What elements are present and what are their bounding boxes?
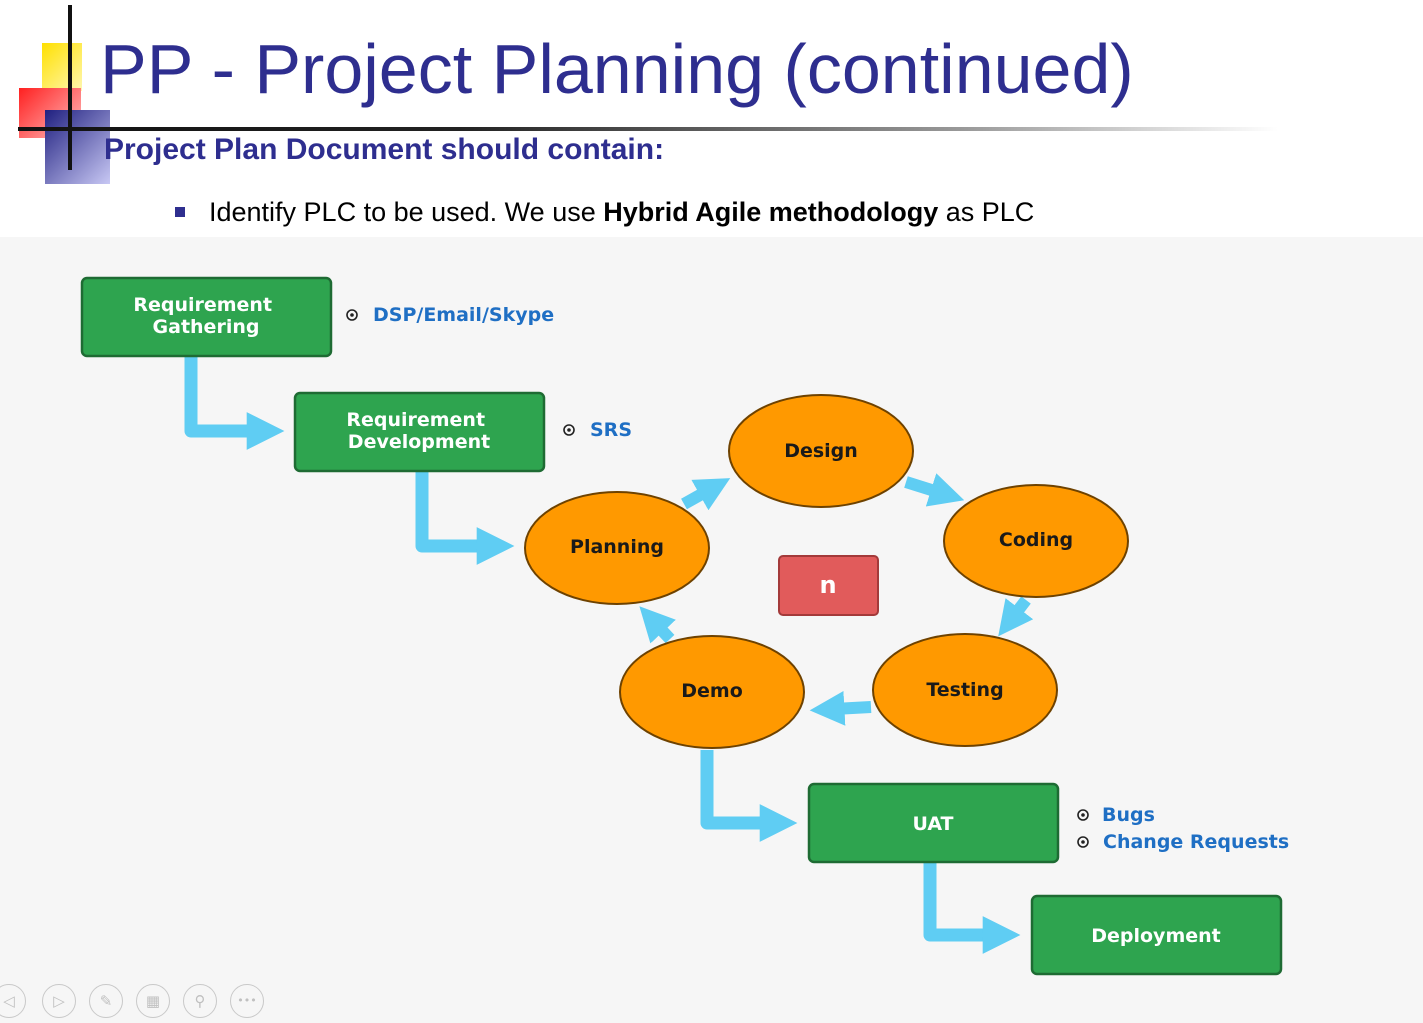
circle-label-planning: Planning [570,536,664,558]
arrow-coding-to-testing [998,596,1034,637]
box-label-uat: UAT [912,813,953,835]
bullet-text-bold: Hybrid Agile methodology [603,197,939,227]
circle-demo [619,635,805,749]
note-dsp-email-skype: DSP/Email/Skype [373,304,554,326]
square-bullet-icon [175,206,185,217]
note-bullet-icon [563,424,575,436]
blue-square-deco [45,110,110,184]
center-label-box [778,555,879,616]
zoom-icon[interactable]: ⚲ [183,984,217,1018]
bullet-text-end: as PLC [938,197,1035,227]
note-bugs: Bugs [1102,804,1155,826]
vertical-line-deco [68,5,72,170]
prev-icon[interactable]: ◁ [0,984,26,1018]
note-change-requests: Change Requests [1103,831,1289,853]
more-icon[interactable]: ••• [230,984,264,1018]
arrow-demo-to-planning [639,606,676,644]
circle-label-testing: Testing [926,679,1003,701]
circle-label-demo: Demo [681,680,743,702]
circle-label-design: Design [784,440,858,462]
note-bullet-icon [346,309,358,321]
arrow-testing-to-demo [809,691,872,726]
circle-label-coding: Coding [999,529,1073,551]
slide-title: PP - Project Planning (continued) [100,30,1134,108]
note-srs: SRS [590,419,632,441]
pen-icon[interactable]: ✎ [89,984,123,1018]
arrow-planning-to-design [681,478,731,511]
circle-design [728,394,914,508]
title-underline [18,127,1278,131]
next-icon[interactable]: ▷ [42,984,76,1018]
connector-gathering-to-development [184,357,285,450]
box-label-requirement-development: Requirement Development [346,409,491,453]
box-uat [807,782,1060,864]
box-label-requirement-gathering: Requirement Gathering [133,294,278,338]
arrow-design-to-coding [904,473,965,507]
circle-planning [524,491,710,605]
center-label-text: n [819,571,836,599]
box-requirement-development [293,391,546,473]
box-requirement-gathering [80,276,333,358]
box-label-deployment: Deployment [1091,925,1221,947]
yellow-square-deco [42,43,82,91]
circle-coding [943,484,1129,598]
circle-testing [872,633,1058,747]
bullet-item: Identify PLC to be used. We use Hybrid A… [175,197,1034,228]
bullet-text-start: Identify PLC to be used. We use [209,197,604,227]
box-deployment [1030,894,1283,976]
note-bullet-icon [1077,809,1089,821]
connector-demo-to-uat [700,750,798,842]
diagram-background [0,237,1423,1023]
slides-icon[interactable]: ▦ [136,984,170,1018]
note-bullet-icon [1077,836,1089,848]
connector-development-to-planning [415,472,515,565]
agile-flow-diagram: Requirement Gathering Requirement Develo… [80,276,1289,976]
connector-uat-to-deployment [923,863,1021,954]
slide-subtitle: Project Plan Document should contain: [104,133,665,166]
